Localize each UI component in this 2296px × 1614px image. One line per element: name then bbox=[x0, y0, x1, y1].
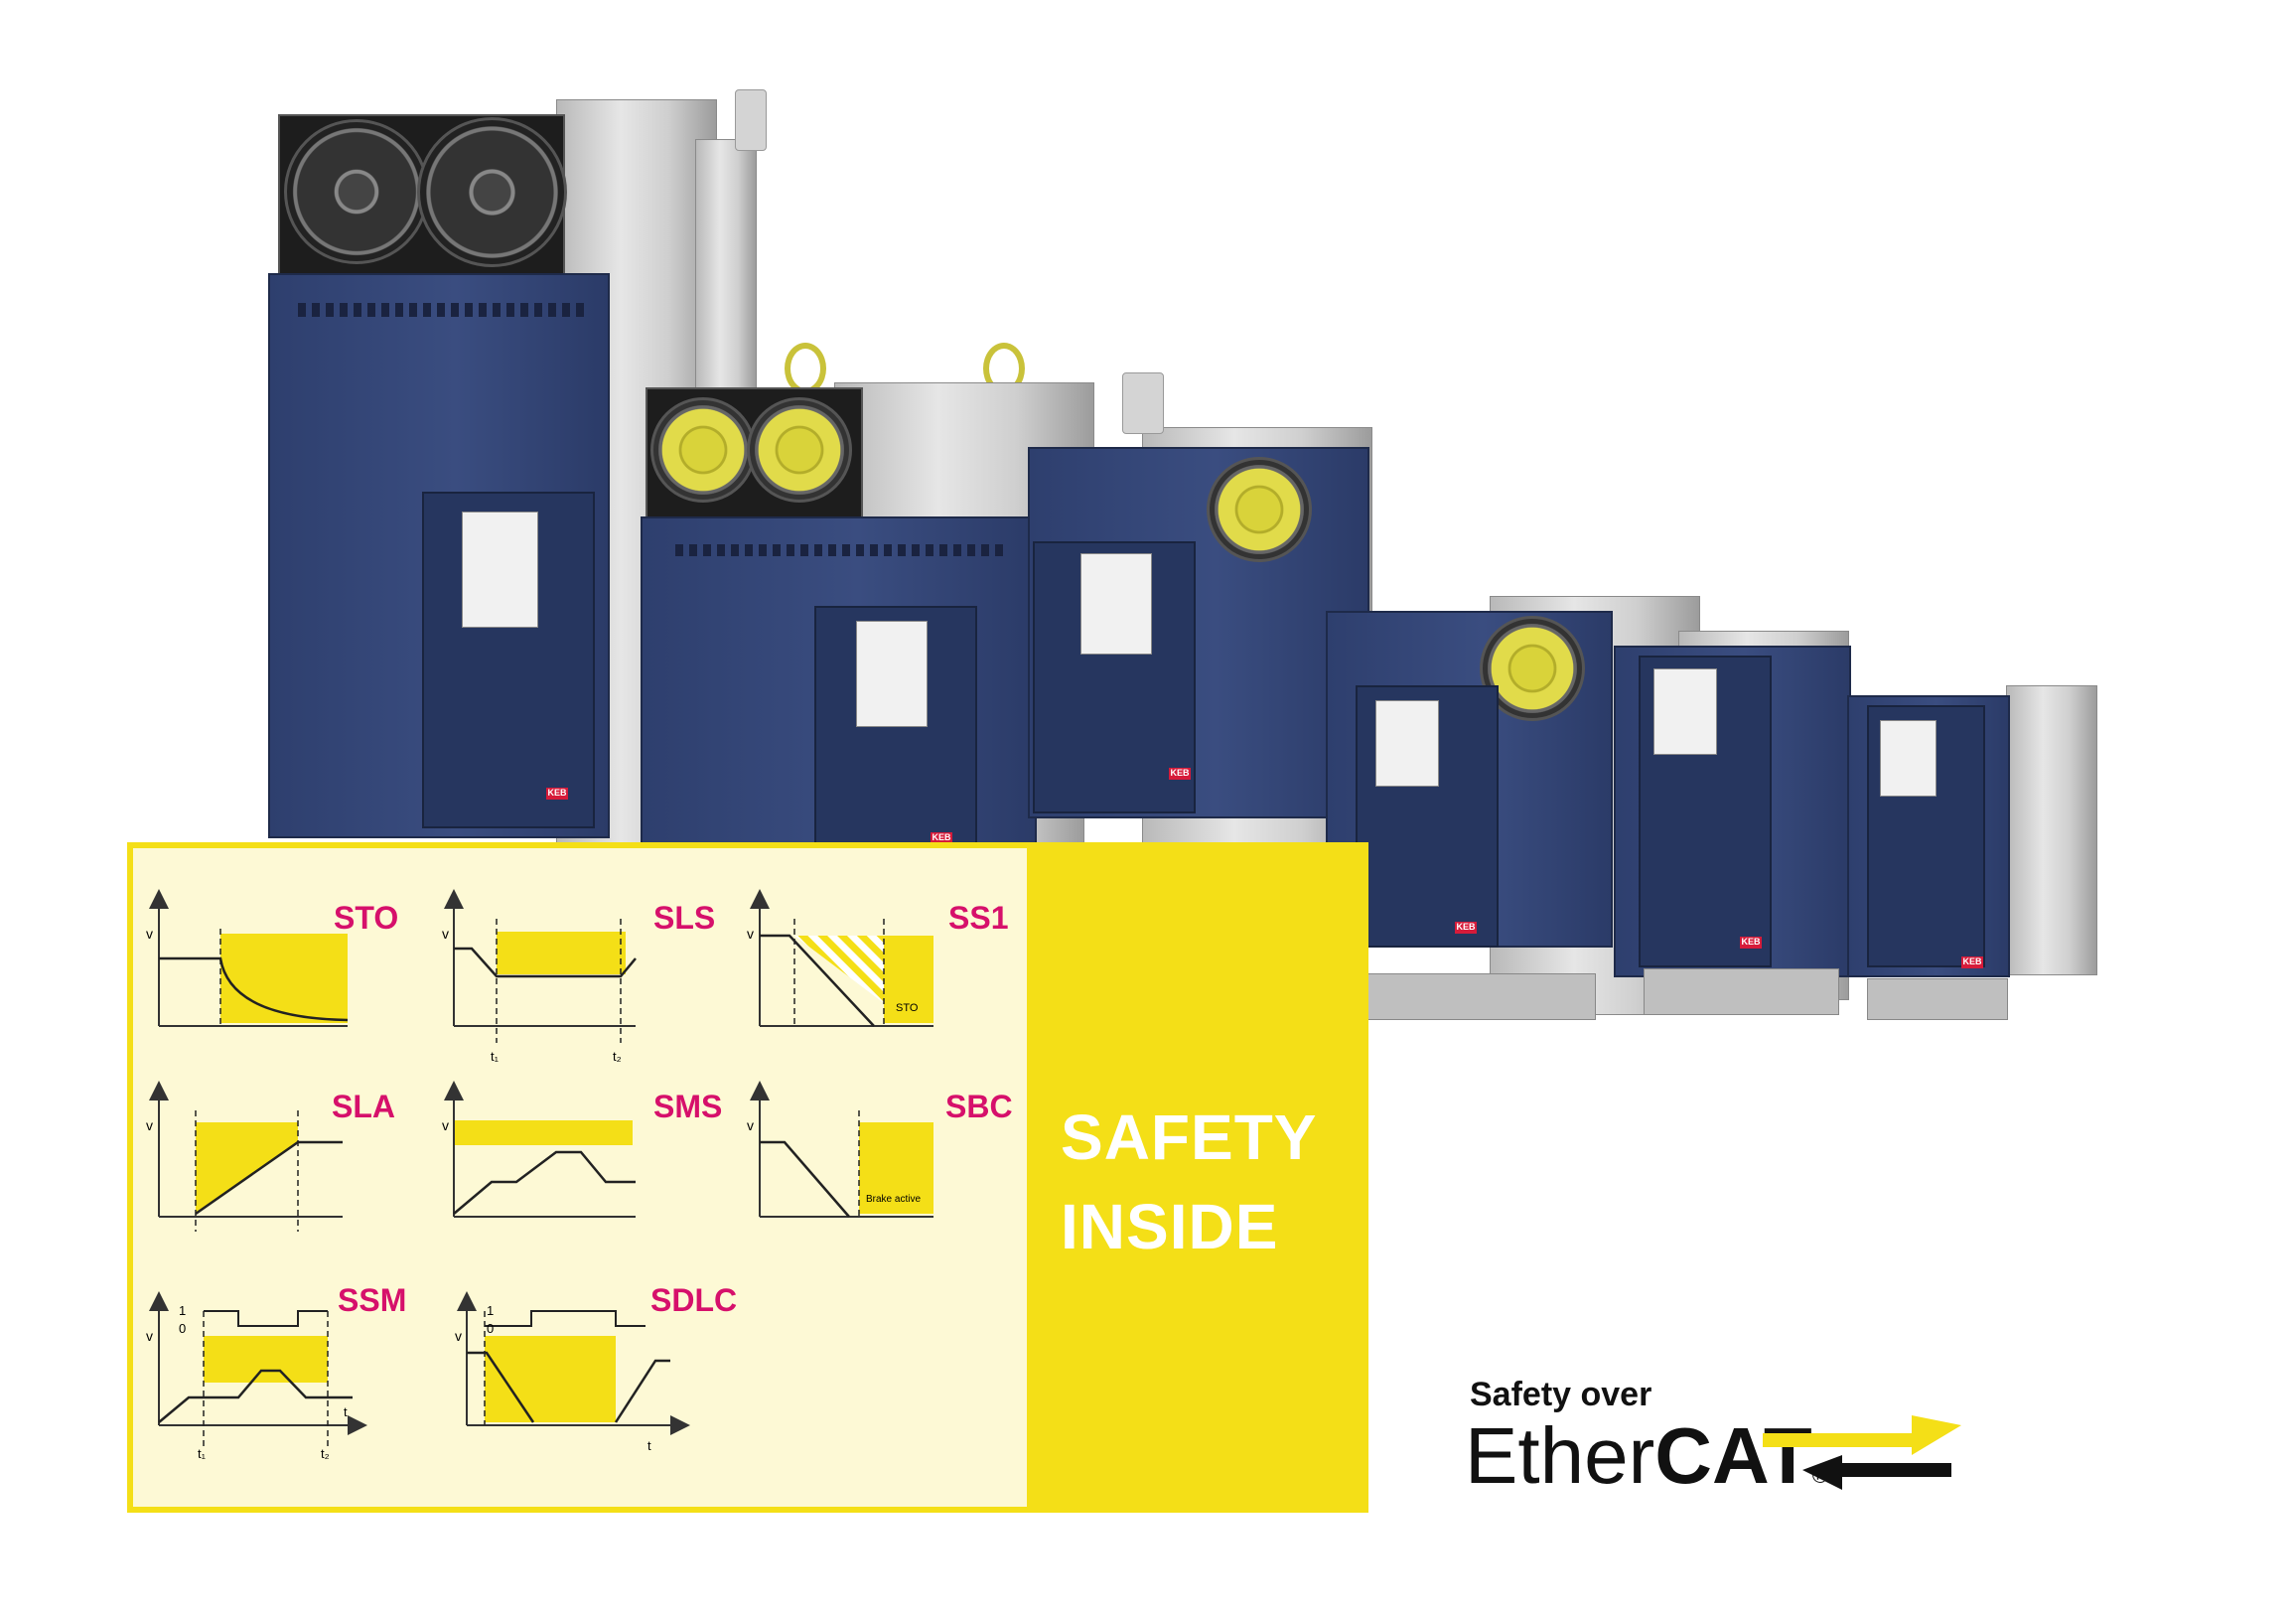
axis-label-v: v bbox=[146, 1117, 153, 1133]
graph-sbc: v Brake active SBC bbox=[747, 1081, 1013, 1218]
axis-label-v: v bbox=[146, 1328, 153, 1344]
keb-badge: KEB bbox=[546, 788, 568, 800]
axis-label-v: v bbox=[455, 1328, 462, 1344]
keb-badge: KEB bbox=[1169, 768, 1191, 780]
fan-icon bbox=[1207, 457, 1312, 562]
ethercat-arrows-icon bbox=[1763, 1415, 1961, 1490]
function-label-sms: SMS bbox=[653, 1089, 722, 1124]
graph-sdlc: 1 0 v t SDLC bbox=[455, 1282, 737, 1453]
graph-sms: v SMS bbox=[442, 1081, 722, 1218]
axis-label-v: v bbox=[747, 926, 754, 942]
axis-label-v: v bbox=[442, 926, 449, 942]
axis-label-v: v bbox=[747, 1117, 754, 1133]
graph-sls: v t₁ t₂ SLS bbox=[442, 889, 715, 1064]
keb-badge: KEB bbox=[1740, 937, 1762, 949]
axis-label-1: 1 bbox=[179, 1303, 186, 1318]
function-label-ssm: SSM bbox=[338, 1282, 406, 1318]
axis-label-v: v bbox=[442, 1117, 449, 1133]
axis-label-1: 1 bbox=[487, 1303, 494, 1318]
keb-badge: KEB bbox=[1961, 956, 1983, 968]
function-label-sls: SLS bbox=[653, 900, 715, 936]
axis-label-0: 0 bbox=[487, 1321, 494, 1336]
function-label-sbc: SBC bbox=[945, 1089, 1013, 1124]
headline-line-2: INSIDE bbox=[1061, 1191, 1279, 1262]
graph-ssm: 1 0 v t t₁ t₂ SSM bbox=[146, 1282, 406, 1461]
function-label-ss1: SS1 bbox=[948, 900, 1008, 936]
keb-badge: KEB bbox=[1455, 922, 1477, 934]
logo-ether: Ether bbox=[1465, 1411, 1655, 1500]
product-image: KEB KEB KEB KEB bbox=[268, 89, 2097, 1020]
safety-over-ethercat-logo: Safety over EtherCAT® bbox=[1465, 1376, 1971, 1525]
logo-line1: Safety over bbox=[1470, 1376, 1652, 1413]
fan-icon bbox=[417, 117, 567, 267]
fan-icon bbox=[747, 397, 852, 503]
logo-cat: CAT bbox=[1654, 1411, 1812, 1500]
ss1-sto-note: STO bbox=[896, 1002, 919, 1014]
fan-icon bbox=[284, 119, 429, 264]
axis-label-t1: t₁ bbox=[491, 1049, 500, 1064]
graph-ss1: v STO SS1 bbox=[747, 889, 1008, 1027]
function-label-sla: SLA bbox=[332, 1089, 395, 1124]
fan-icon bbox=[650, 397, 756, 503]
axis-label-t: t bbox=[647, 1438, 651, 1453]
axis-label-t2: t₂ bbox=[321, 1446, 330, 1461]
safety-headline: SAFETY INSIDE bbox=[1061, 1093, 1339, 1271]
function-label-sto: STO bbox=[334, 900, 398, 936]
axis-label-t1: t₁ bbox=[198, 1446, 207, 1461]
axis-label-0: 0 bbox=[179, 1321, 186, 1336]
axis-label-t: t bbox=[344, 1404, 348, 1419]
keb-badge: KEB bbox=[931, 832, 952, 844]
axis-label-t2: t₂ bbox=[613, 1049, 622, 1064]
axis-label-v: v bbox=[146, 926, 153, 942]
sbc-brake-note: Brake active bbox=[866, 1194, 921, 1205]
graph-sto: v STO bbox=[146, 889, 398, 1027]
graph-sla: v SLA bbox=[146, 1081, 395, 1232]
headline-line-1: SAFETY bbox=[1061, 1101, 1318, 1173]
function-label-sdlc: SDLC bbox=[650, 1282, 737, 1318]
